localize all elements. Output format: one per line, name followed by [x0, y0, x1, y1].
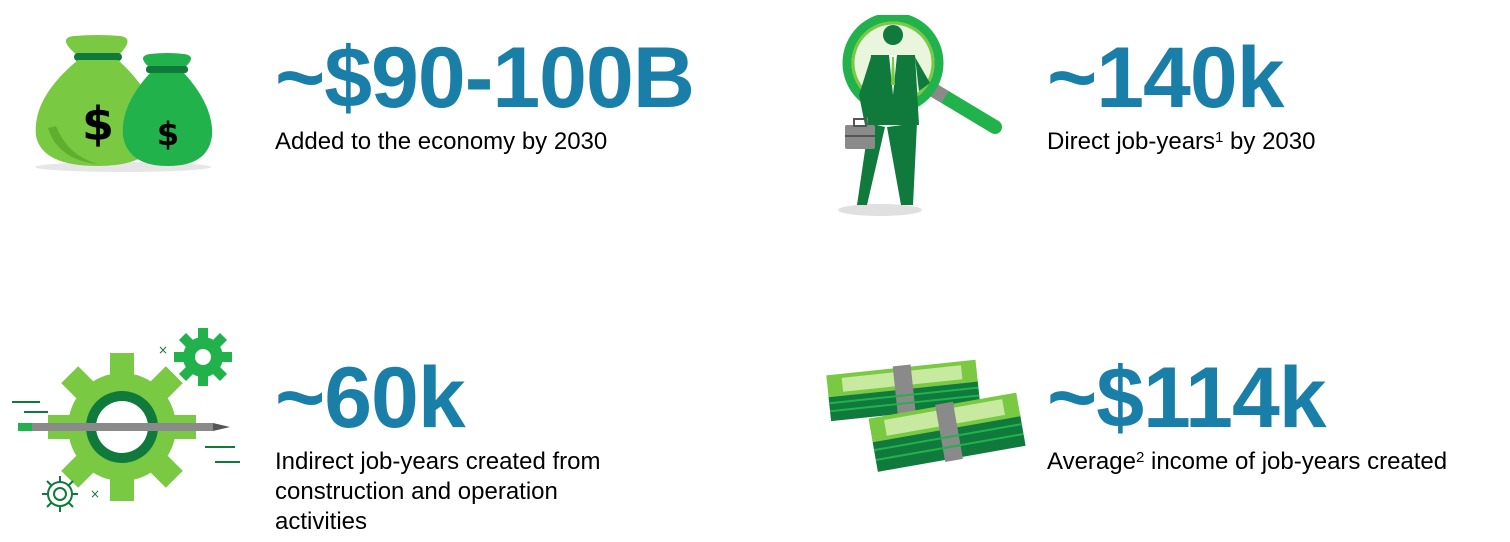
stat-direct-jobs: ~140k Direct job-years1 by 2030	[1047, 35, 1315, 157]
money-bags-icon: $ $	[28, 28, 218, 178]
desc-line: Indirect job-years created from	[275, 448, 601, 475]
stat-description: Average2 income of job-years created	[1047, 447, 1447, 477]
footnote-marker: 1	[1215, 129, 1224, 146]
desc-text: Direct job-years	[1047, 128, 1216, 155]
desc-line: activities	[275, 508, 368, 535]
desc-line: construction and operation	[275, 478, 558, 505]
svg-text:×: ×	[158, 343, 168, 357]
stat-description: Direct job-years1 by 2030	[1047, 127, 1315, 157]
svg-text:×: ×	[90, 487, 100, 501]
stat-value: ~60k	[275, 350, 466, 446]
desc-text: income of job-years created	[1144, 448, 1448, 475]
stat-value: ~$90-100B	[275, 30, 695, 126]
svg-text:$: $	[157, 115, 179, 153]
businessman-magnifier-icon	[835, 12, 1010, 220]
stat-description: Indirect job-years created from construc…	[275, 447, 600, 537]
stat-indirect-jobs: ~60k Indirect job-years created from con…	[275, 355, 600, 537]
stat-average-income: ~$114k Average2 income of job-years crea…	[1047, 355, 1447, 477]
stat-economy: ~$90-100B Added to the economy by 2030	[275, 30, 695, 157]
stat-value: ~$114k	[1047, 350, 1327, 446]
desc-text: by 2030	[1223, 128, 1316, 155]
stat-value: ~140k	[1047, 30, 1285, 126]
footnote-marker: 2	[1135, 449, 1145, 466]
stat-description: Added to the economy by 2030	[275, 128, 608, 155]
gears-pencil-icon: × ×	[10, 322, 245, 522]
desc-text: Average	[1047, 448, 1136, 475]
cash-stacks-icon	[823, 358, 1028, 476]
svg-text:$: $	[82, 97, 114, 151]
